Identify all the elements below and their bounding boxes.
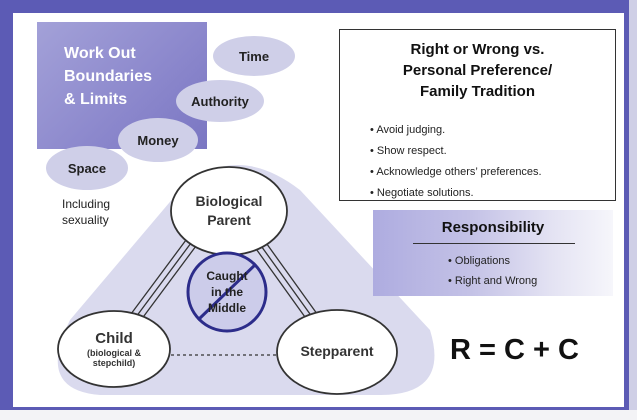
space-oval: Space: [46, 146, 128, 190]
child-sub1: (biological &: [87, 348, 141, 358]
biological-parent-line1: Biological: [195, 193, 263, 209]
authority-label: Authority: [191, 93, 249, 109]
time-label: Time: [238, 48, 270, 64]
list-item: Negotiate solutions.: [370, 183, 542, 204]
caught-in-middle-slash: [196, 262, 258, 322]
child-label: Child (biological & stepchild): [64, 330, 164, 368]
stepparent-node: [276, 309, 398, 395]
including-note: Including sexuality: [62, 196, 142, 228]
including-note-line2: sexuality: [62, 213, 109, 227]
list-item: Show respect.: [370, 141, 542, 162]
caught-line2: in the: [211, 285, 243, 299]
responsibility-list: Obligations Right and Wrong: [448, 251, 537, 291]
caught-line1: Caught: [206, 269, 248, 283]
boundaries-title-line1: Work Out: [64, 45, 136, 62]
child-node: [57, 310, 171, 388]
right-or-wrong-title: Right or Wrong vs. Personal Preference/ …: [340, 39, 615, 102]
money-oval: Money: [118, 118, 198, 162]
rw-title-line3: Family Tradition: [419, 83, 536, 100]
stepparent-label: Stepparent: [300, 343, 374, 359]
rw-title-line1: Right or Wrong vs.: [410, 41, 545, 58]
money-label: Money: [137, 132, 179, 148]
caught-line3: Middle: [208, 301, 246, 315]
responsibility-divider: [413, 243, 575, 244]
list-item: Right and Wrong: [448, 271, 537, 291]
bio-child-connector: [127, 239, 197, 325]
list-item: Acknowledge others’ preferences.: [370, 162, 541, 183]
right-or-wrong-list: Avoid judging. Show respect. Acknowledge…: [370, 120, 542, 204]
list-item: Obligations: [448, 251, 537, 271]
responsibility-title: Responsibility: [441, 219, 545, 236]
boundaries-title-line2: Boundaries: [64, 68, 153, 85]
including-note-line1: Including: [62, 197, 111, 211]
child-sub2: stepchild): [92, 358, 136, 368]
space-label: Space: [67, 160, 107, 176]
bio-step-connector: [253, 239, 321, 325]
time-oval: Time: [213, 36, 295, 76]
biological-parent-line2: Parent: [207, 212, 251, 228]
rw-title-line2: Personal Preference/: [402, 62, 553, 79]
boundaries-title: Work Out Boundaries & Limits: [64, 42, 204, 111]
list-item: Avoid judging.: [370, 120, 542, 141]
boundaries-title-line3: & Limits: [64, 91, 128, 108]
frame-shadow-right: [629, 0, 637, 420]
biological-parent-label: Biological Parent: [171, 192, 287, 230]
caught-in-middle-label: Caught in the Middle: [192, 268, 262, 316]
formula-text: R = C + C: [450, 334, 579, 366]
child-title: Child: [95, 330, 133, 347]
authority-oval: Authority: [176, 80, 264, 122]
frame-shadow-bottom: [0, 410, 637, 420]
right-or-wrong-box: Right or Wrong vs. Personal Preference/ …: [339, 29, 616, 201]
responsibility-box: Responsibility Obligations Right and Wro…: [373, 210, 613, 296]
